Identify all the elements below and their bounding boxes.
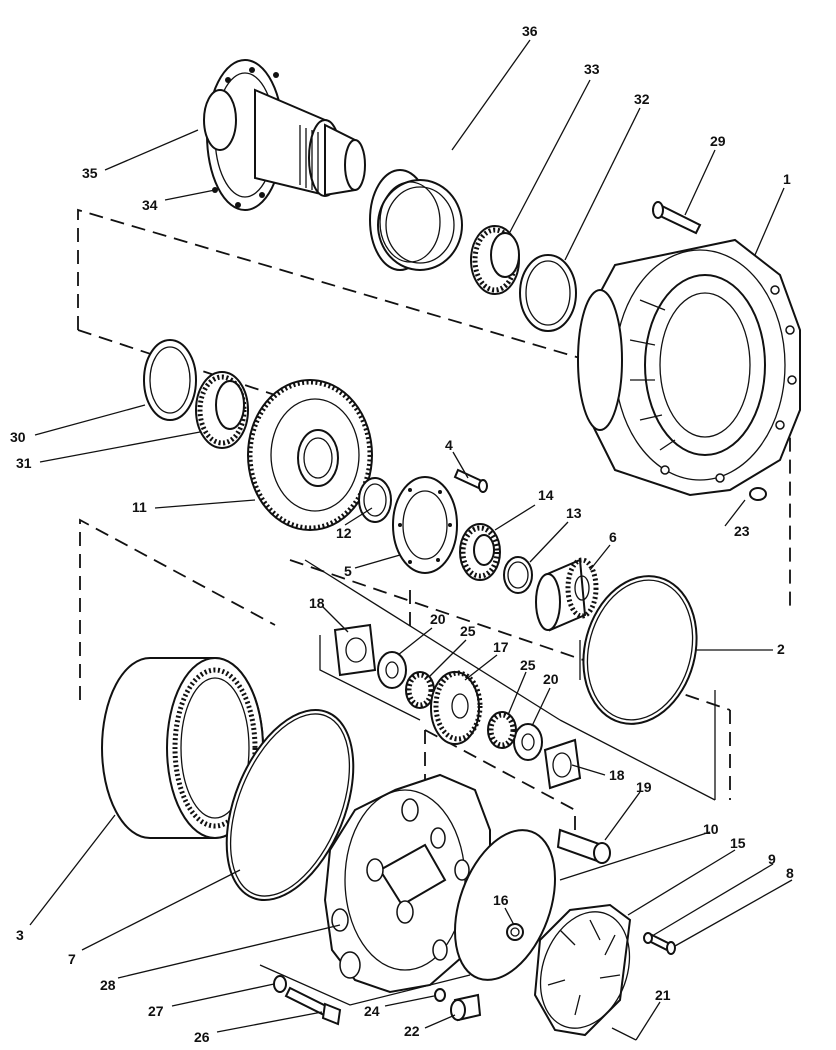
callout-32: 32: [634, 91, 650, 107]
part-spindle: [203, 59, 366, 211]
part-bolt-29: [652, 201, 702, 235]
callout-5: 5: [344, 563, 352, 579]
part-drain-plug-22: [450, 993, 482, 1022]
part-washer-20b: [513, 723, 543, 761]
callout-24: 24: [364, 1003, 380, 1019]
part-bearing-cup-30: [143, 339, 197, 421]
part-washer-9: [643, 932, 653, 944]
part-shaft-19: [556, 828, 611, 864]
callout-20a: 20: [430, 611, 446, 627]
part-planet-gear-17: [430, 670, 483, 745]
part-o-ring-24: [434, 988, 446, 1002]
callout-21: 21: [655, 987, 671, 1003]
callout-4: 4: [445, 437, 453, 453]
part-bearing-14: [459, 523, 501, 581]
part-plate-5: [392, 476, 458, 574]
callout-35: 35: [82, 165, 98, 181]
callout-17: 17: [493, 639, 509, 655]
callout-20b: 20: [543, 671, 559, 687]
callout-3: 3: [16, 927, 24, 943]
callout-26: 26: [194, 1029, 210, 1045]
part-outer-cover-15: [533, 903, 632, 1037]
callout-18b: 18: [609, 767, 625, 783]
callout-30: 30: [10, 429, 26, 445]
leader-lines: [29, 39, 793, 1041]
callout-7: 7: [68, 951, 76, 967]
part-spacer-12: [358, 477, 392, 523]
callout-14: 14: [538, 487, 554, 503]
callout-27: 27: [148, 1003, 164, 1019]
part-cover-10: [454, 829, 556, 981]
part-needle-bearing-25a: [405, 671, 435, 709]
callout-13: 13: [566, 505, 582, 521]
callout-labels: 36 33 32 29 1 35 34 30 31 11 12 4 5 14 1…: [10, 23, 794, 1045]
callout-11: 11: [132, 499, 147, 515]
part-washer-27: [273, 975, 287, 993]
part-thrust-washer-18a: [333, 623, 377, 677]
callout-9: 9: [768, 851, 776, 867]
part-hub-housing-1: [577, 238, 801, 497]
callout-10: 10: [703, 821, 719, 837]
callout-33: 33: [584, 61, 600, 77]
callout-28: 28: [100, 977, 116, 993]
part-bolt-8: [647, 933, 676, 955]
callout-12: 12: [336, 525, 352, 541]
part-seal-36: [369, 169, 463, 271]
part-bearing-cone-33: [470, 225, 520, 295]
part-washer-20a: [377, 651, 407, 689]
part-planet-carrier-28: [323, 773, 491, 994]
callout-8: 8: [786, 865, 794, 881]
callout-15: 15: [730, 835, 746, 851]
part-snap-ring-13: [503, 556, 533, 594]
part-gear-11: [247, 379, 373, 531]
part-needle-bearing-25b: [487, 711, 517, 749]
part-plug-16: [506, 923, 524, 941]
callout-36: 36: [522, 23, 538, 39]
part-bolt-26: [284, 986, 342, 1026]
callout-29: 29: [710, 133, 726, 149]
part-bearing-cup-32: [519, 254, 577, 332]
callout-6: 6: [609, 529, 617, 545]
part-sun-gear-6: [535, 557, 599, 632]
part-bearing-cone-31: [195, 371, 249, 449]
callout-16: 16: [493, 892, 509, 908]
callout-25a: 25: [460, 623, 476, 639]
part-pin-21: [611, 1027, 637, 1041]
part-thrust-washer-18b: [543, 738, 582, 790]
callout-2: 2: [777, 641, 785, 657]
callout-25b: 25: [520, 657, 536, 673]
callout-23: 23: [734, 523, 750, 539]
callout-22: 22: [404, 1023, 420, 1039]
callout-1: 1: [783, 171, 791, 187]
part-o-ring-23: [749, 487, 767, 501]
part-o-ring-7: [225, 709, 355, 901]
part-bolt-4: [453, 468, 488, 493]
callout-19: 19: [636, 779, 652, 795]
callout-18a: 18: [309, 595, 325, 611]
callout-31: 31: [16, 455, 32, 471]
part-o-ring-2: [582, 575, 698, 725]
callout-34: 34: [142, 197, 158, 213]
